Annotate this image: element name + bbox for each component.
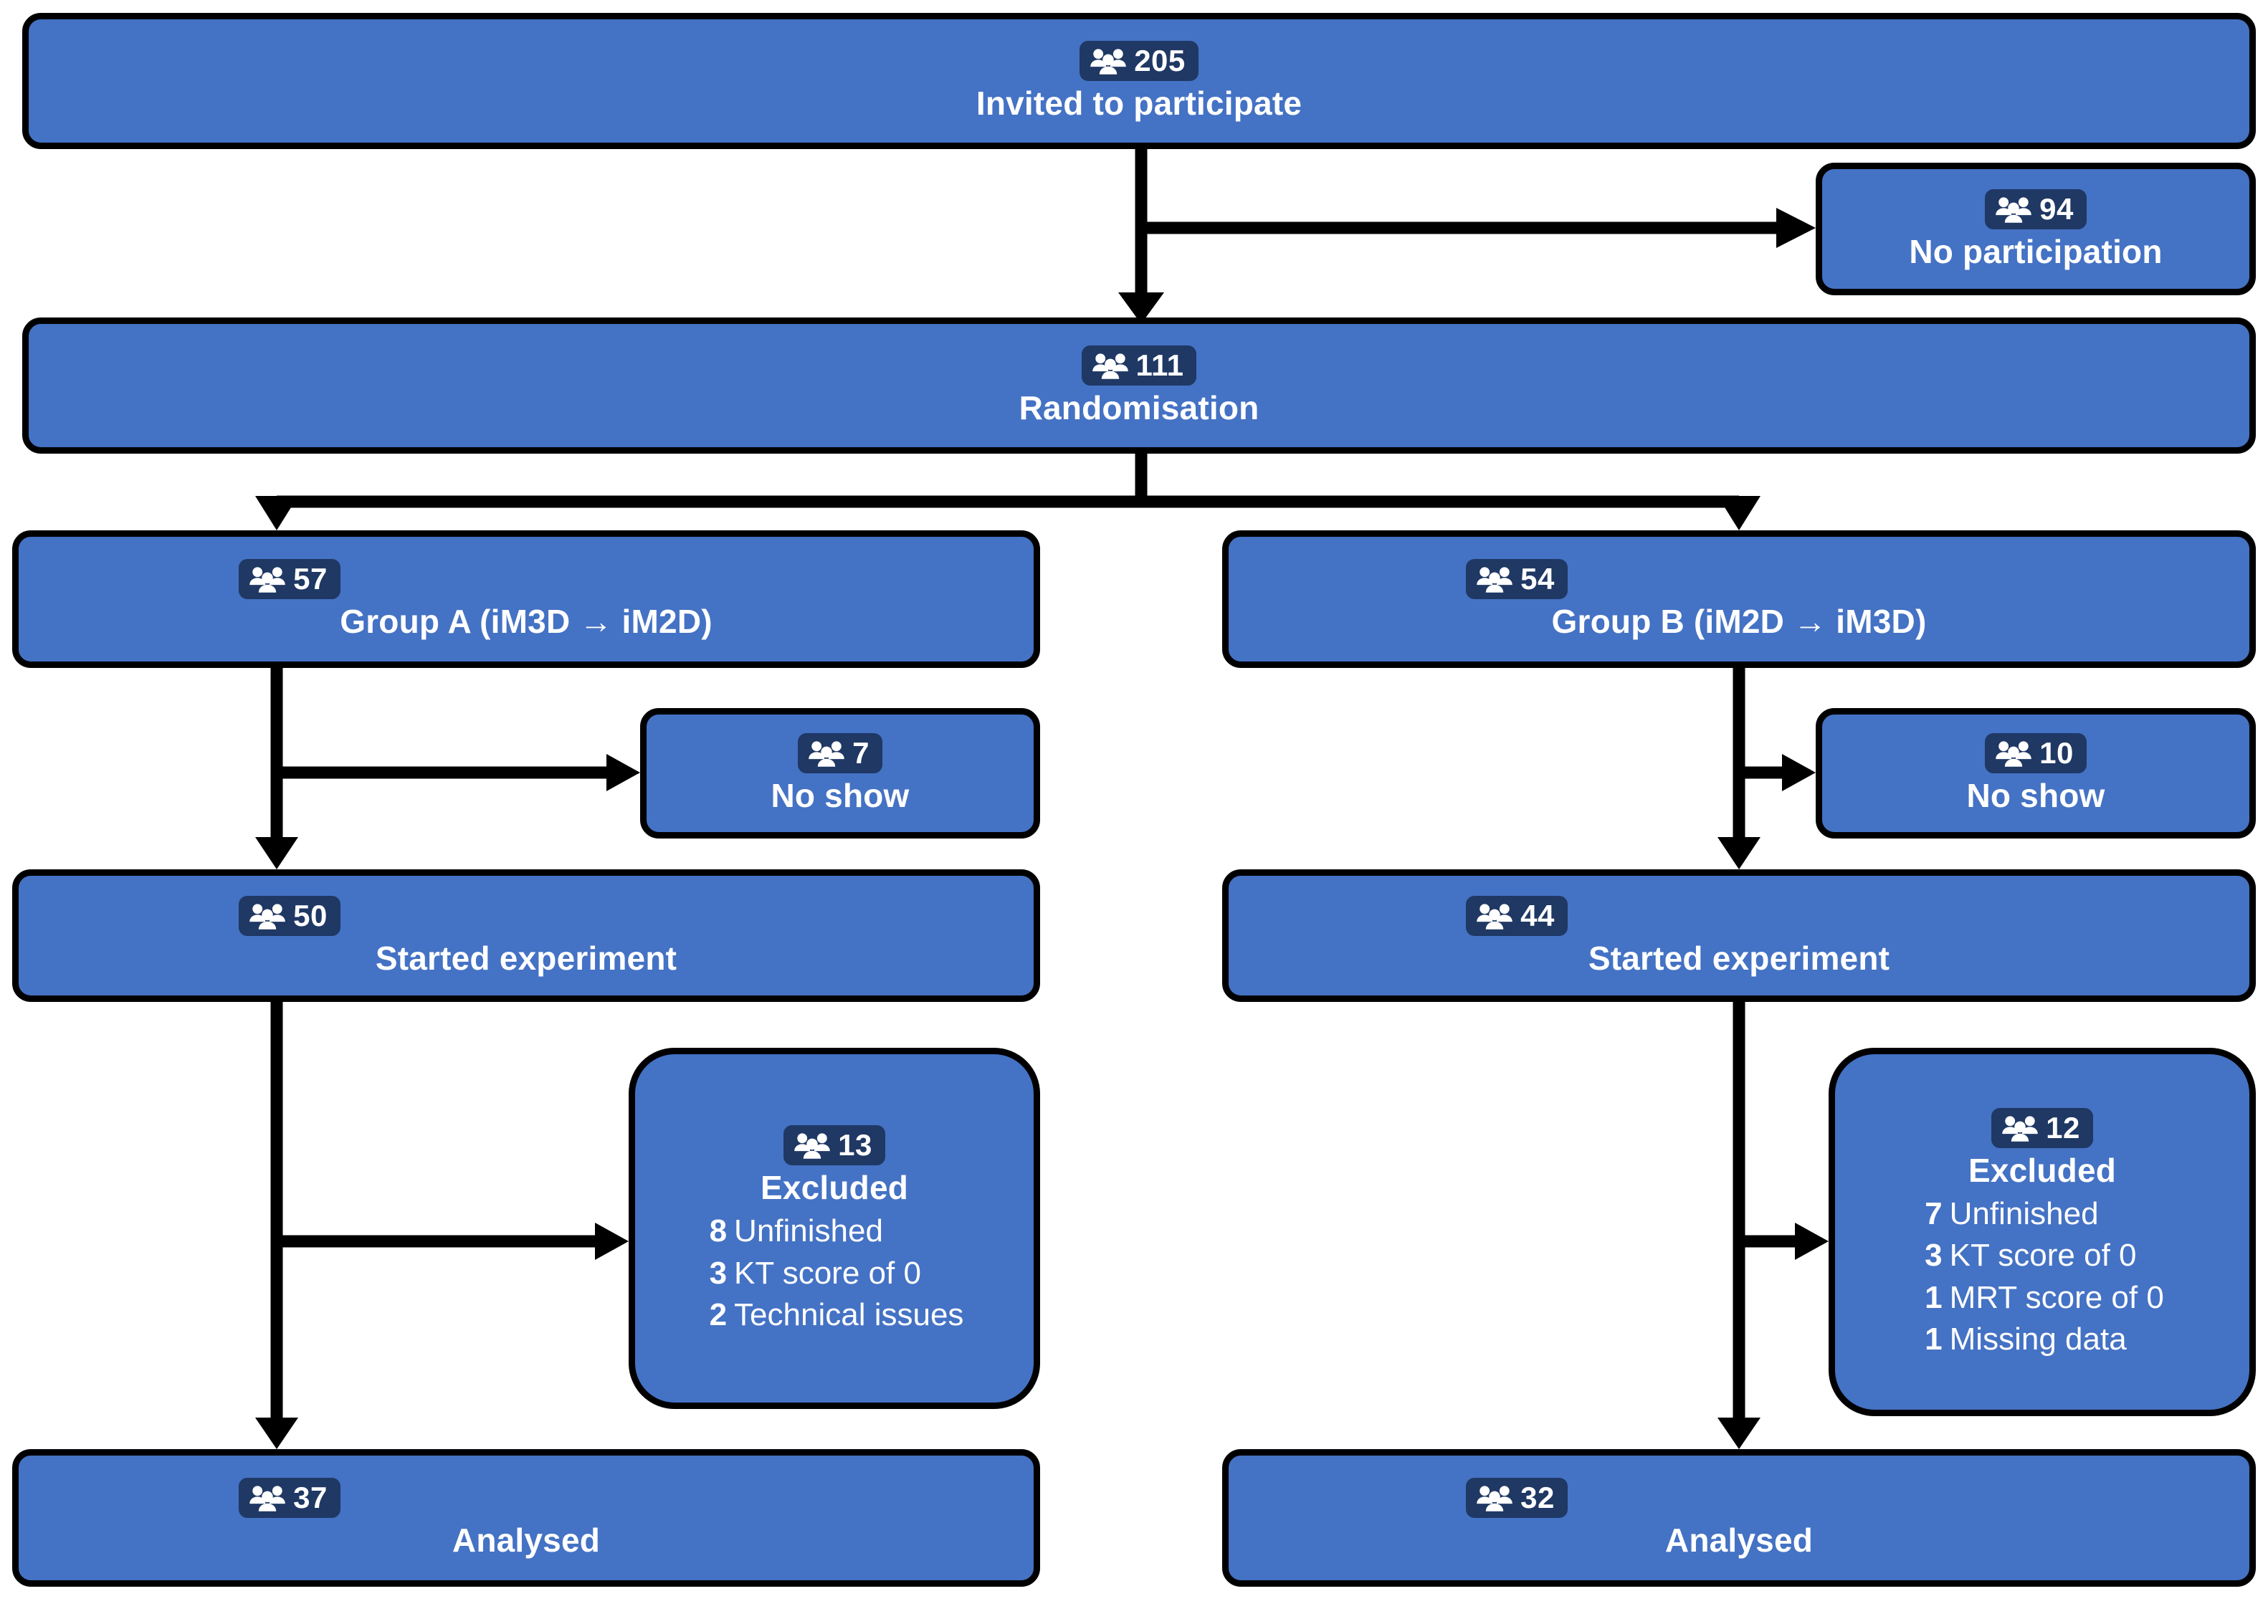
count-badge-group-b: 54 <box>1466 559 1568 600</box>
people-group-icon <box>2001 1114 2039 1142</box>
arrow-group-b-to-no-show <box>1739 754 1816 791</box>
reason-count: 3 <box>709 1255 728 1291</box>
node-invited-to-participate[interactable]: 205 Invited to participate <box>22 13 2256 149</box>
node-analysed-a[interactable]: 37 Analysed <box>12 1449 1040 1587</box>
node-label: Analysed <box>452 1522 601 1559</box>
arrow-started-b-to-analysed <box>1717 1002 1760 1449</box>
count-value: 111 <box>1135 348 1184 383</box>
people-group-icon <box>808 739 845 768</box>
reason-count: 2 <box>709 1296 728 1332</box>
count-badge-invited: 205 <box>1080 41 1199 82</box>
count-value: 7 <box>852 736 869 770</box>
count-badge-started-b: 44 <box>1466 895 1568 936</box>
people-group-icon <box>794 1131 831 1160</box>
count-value: 12 <box>2046 1110 2080 1145</box>
reason-count: 1 <box>1925 1321 1943 1357</box>
reason-count: 8 <box>709 1213 728 1249</box>
node-group-a[interactable]: 57 Group A (iM3D → iM2D) <box>12 530 1040 668</box>
count-value: 205 <box>1134 44 1186 78</box>
node-analysed-b[interactable]: 32 Analysed <box>1222 1449 2256 1587</box>
reason-count: 7 <box>1925 1196 1943 1232</box>
count-badge-no-show-a: 7 <box>798 733 882 774</box>
reason-count: 1 <box>1925 1279 1943 1315</box>
node-label: Started experiment <box>1588 939 1890 977</box>
count-badge-no-participation: 94 <box>1985 188 2087 229</box>
arrow-started-a-to-analysed <box>255 1002 298 1449</box>
people-group-icon <box>1995 739 2032 768</box>
node-label: Started experiment <box>375 939 677 977</box>
arrow-group-a-to-no-show <box>277 754 640 791</box>
node-label: Analysed <box>1664 1522 1814 1559</box>
node-started-experiment-a[interactable]: 50 Started experiment <box>12 869 1040 1002</box>
count-value: 50 <box>293 898 328 932</box>
node-label: Randomisation <box>1019 389 1259 427</box>
people-group-icon <box>249 902 286 930</box>
reason-count: 3 <box>1925 1238 1943 1274</box>
count-value: 10 <box>2039 736 2074 770</box>
node-label: Excluded <box>1968 1151 2117 1189</box>
count-value: 37 <box>293 1481 328 1515</box>
arrow-group-a-to-started <box>255 668 298 869</box>
people-group-icon <box>1092 351 1129 380</box>
count-badge-analysed-b: 32 <box>1466 1478 1568 1519</box>
node-no-show-a[interactable]: 7 No show <box>640 708 1040 839</box>
node-label: Excluded <box>760 1169 909 1207</box>
count-badge-started-a: 50 <box>239 895 340 936</box>
count-badge-randomisation: 111 <box>1081 345 1197 386</box>
node-started-experiment-b[interactable]: 44 Started experiment <box>1222 869 2256 1002</box>
count-value: 57 <box>293 562 328 596</box>
arrow-invited-to-randomisation <box>1118 149 1164 324</box>
node-label: Group A (iM3D → iM2D) <box>340 603 713 641</box>
people-group-icon <box>249 1484 286 1512</box>
node-randomisation[interactable]: 111 Randomisation <box>22 317 2256 454</box>
node-label: No show <box>771 777 910 815</box>
people-group-icon <box>1476 1484 1513 1512</box>
people-group-icon <box>249 565 286 593</box>
count-value: 54 <box>1520 562 1555 596</box>
node-label: Invited to participate <box>976 85 1302 123</box>
node-label: No show <box>1966 777 2105 815</box>
reason-text: KT score of 0 <box>734 1255 921 1291</box>
node-label: Group B (iM2D → iM3D) <box>1551 603 1927 641</box>
arrow-started-b-to-excluded <box>1739 1223 1829 1260</box>
count-value: 94 <box>2039 191 2074 226</box>
arrow-randomisation-split <box>255 454 1760 530</box>
people-group-icon <box>1476 902 1513 930</box>
count-badge-excluded-b: 12 <box>1991 1107 2093 1148</box>
reason-text: Unfinished <box>734 1213 883 1249</box>
count-value: 13 <box>838 1128 872 1162</box>
reason-text: Missing data <box>1949 1321 2127 1357</box>
count-badge-analysed-a: 37 <box>239 1478 340 1519</box>
reason-text: KT score of 0 <box>1949 1238 2137 1274</box>
reason-text: Technical issues <box>734 1296 964 1332</box>
count-badge-excluded-a: 13 <box>783 1125 885 1166</box>
arrow-group-b-to-started <box>1717 668 1760 869</box>
arrow-started-a-to-excluded <box>277 1223 629 1260</box>
count-value: 32 <box>1520 1481 1555 1515</box>
arrow-invited-to-no-participation <box>1141 208 1816 248</box>
count-badge-no-show-b: 10 <box>1985 733 2087 774</box>
people-group-icon <box>1090 47 1127 75</box>
reason-text: Unfinished <box>1949 1196 2099 1232</box>
node-no-show-b[interactable]: 10 No show <box>1816 708 2256 839</box>
people-group-icon <box>1995 195 2032 224</box>
people-group-icon <box>1476 565 1513 593</box>
count-badge-group-a: 57 <box>239 559 340 600</box>
reason-text: MRT score of 0 <box>1949 1279 2164 1315</box>
node-no-participation[interactable]: 94 No participation <box>1816 163 2256 295</box>
node-label: No participation <box>1909 232 2163 270</box>
count-value: 44 <box>1520 898 1555 932</box>
node-group-b[interactable]: 54 Group B (iM2D → iM3D) <box>1222 530 2256 668</box>
